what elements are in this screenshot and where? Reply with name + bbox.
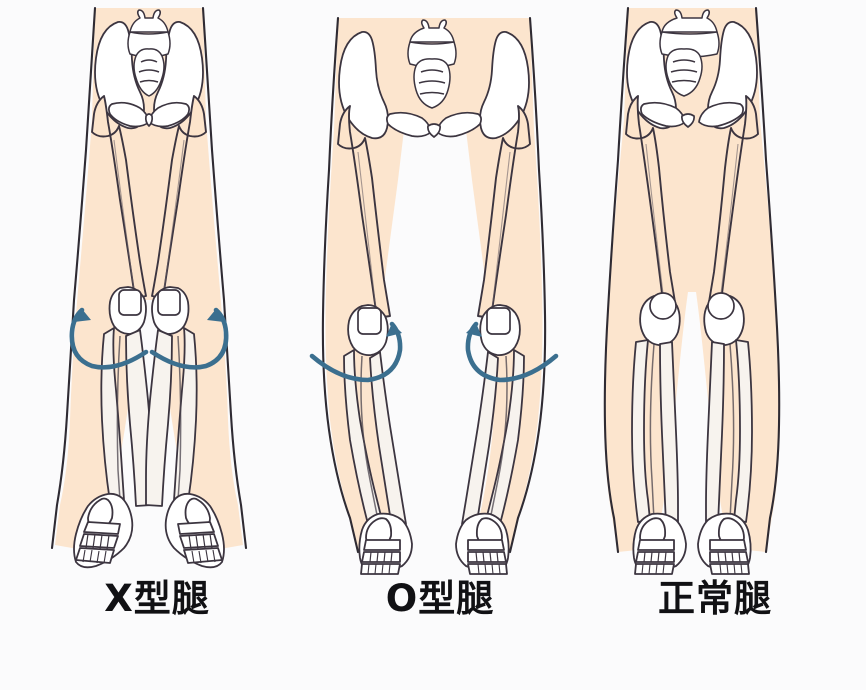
normal-leg-left-foot	[632, 512, 687, 575]
o-leg-femurs	[337, 105, 531, 319]
x-leg-sacrum	[127, 9, 171, 97]
normal-leg-pubis	[640, 101, 744, 128]
x-leg-outer-contour	[50, 6, 248, 550]
x-leg-right-foot	[164, 492, 225, 569]
normal-leg-outer-contour	[603, 6, 781, 554]
caption-o-leg: O型腿	[385, 577, 495, 620]
x-leg-patellae	[118, 289, 181, 316]
o-leg-skin-silhouette	[325, 18, 543, 552]
figure-o-leg	[300, 0, 570, 580]
o-leg-pelvis	[338, 31, 530, 140]
o-leg-sacrum	[407, 19, 457, 109]
caption-normal-leg: 正常腿	[658, 577, 772, 620]
x-leg-lower-leg-contour	[116, 335, 182, 501]
x-leg-femurs	[91, 95, 207, 299]
o-leg-right-foot	[455, 512, 510, 575]
o-leg-arrow-right	[465, 321, 559, 383]
o-leg-left-foot	[358, 512, 413, 575]
normal-leg-right-foot	[697, 512, 752, 575]
normal-leg-femurs	[625, 95, 759, 311]
o-leg-outer-contour	[321, 16, 547, 554]
o-leg-arrow-left	[309, 321, 403, 383]
normal-leg-patellae	[649, 292, 735, 320]
o-leg-pubis	[386, 111, 482, 138]
o-leg-femur-inner-shading	[357, 151, 511, 311]
o-leg-illustration	[309, 16, 559, 575]
normal-leg-lower-leg-contour	[649, 343, 735, 521]
o-leg-lower-leg-contour	[360, 355, 508, 521]
normal-leg-sacrum	[659, 9, 720, 97]
x-leg-femur-inner-shading	[113, 139, 185, 291]
o-leg-patellae	[357, 307, 511, 335]
caption-x-leg: X型腿	[104, 577, 210, 620]
normal-leg-illustration	[603, 6, 781, 575]
figure-x-leg	[0, 0, 300, 580]
x-leg-illustration	[50, 6, 248, 569]
normal-leg-femur-inner-shading	[645, 143, 739, 303]
x-leg-pubis	[108, 101, 190, 128]
x-leg-left-foot	[73, 492, 134, 569]
caption-row: X型腿 O型腿 正常腿	[0, 575, 866, 645]
normal-leg-tibia-fibula	[631, 339, 753, 525]
x-leg-arrow-left	[69, 307, 149, 370]
figure-normal-leg	[570, 0, 866, 580]
x-leg-arrow-right	[149, 307, 229, 370]
